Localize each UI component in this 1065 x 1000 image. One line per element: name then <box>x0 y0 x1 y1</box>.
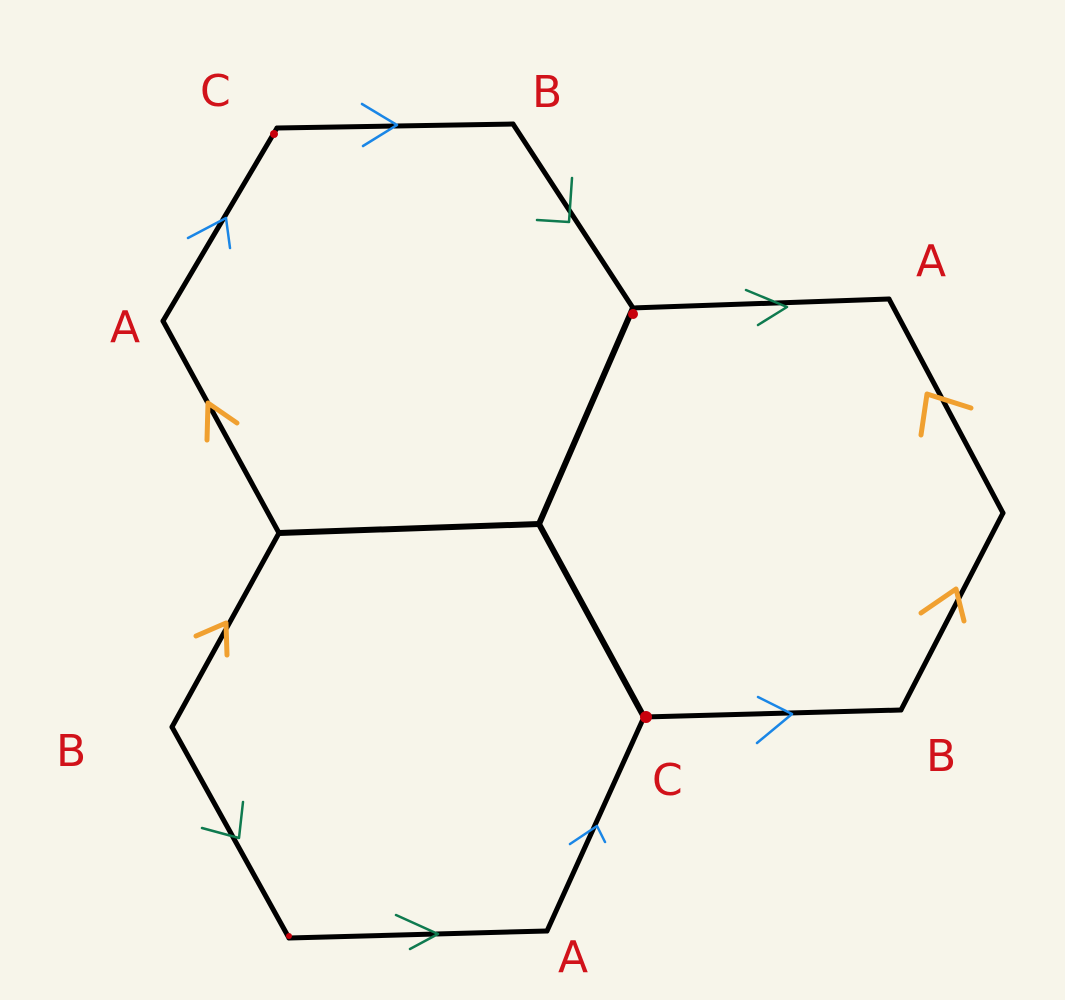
edge-bottom-hex-lower-left <box>169 724 292 941</box>
label-c-top-left: C <box>200 66 231 117</box>
orange-arrow-lower-left-top-edge-icon <box>204 400 240 443</box>
label-c-middle: C <box>652 755 683 806</box>
edge-right-hex-bottom <box>641 707 904 720</box>
edge-bottom-hex-bottom <box>286 928 550 941</box>
blue-arrow-right-bottom-edge-icon <box>755 695 794 745</box>
edge-top-hex-upper-left <box>160 125 280 324</box>
blue-arrow-top-edge-icon <box>360 102 399 148</box>
orange-arrow-upper-left-bottom-edge-icon <box>193 620 230 658</box>
vertex-labels: C B A A B C B A <box>56 66 956 983</box>
vertex-dot-center-top <box>628 309 638 319</box>
green-arrow-bottom-edge-icon <box>394 913 440 951</box>
edge-right-hex-top <box>630 296 892 311</box>
vertex-dot-center-bottom <box>640 711 652 723</box>
label-b-left: B <box>56 726 86 777</box>
label-b-right: B <box>926 731 956 782</box>
edge-top-hex-upper-right <box>510 121 636 311</box>
edge-shared-top-right <box>536 305 636 527</box>
label-a-bottom: A <box>558 932 588 983</box>
green-arrow-lower-left-edge-icon <box>200 800 245 840</box>
orange-arrows <box>193 391 974 658</box>
vertex-dots <box>270 130 652 939</box>
edge-right-hex-upper-right <box>886 296 1006 516</box>
hexagon-edges <box>160 121 1006 941</box>
label-a-left: A <box>110 302 140 353</box>
edge-shared-right-bottom <box>536 521 647 720</box>
edge-shared-top-bottom <box>276 521 542 536</box>
vertex-dot-top-left <box>270 130 278 138</box>
green-arrows <box>200 176 789 951</box>
label-b-top: B <box>532 67 562 118</box>
green-arrow-right-top-edge-icon <box>744 288 789 327</box>
blue-arrow-bottom-right-edge-icon <box>568 824 607 846</box>
edge-bottom-hex-lower-right <box>544 714 647 934</box>
orange-arrow-right-upper-edge-icon <box>918 391 974 438</box>
blue-arrow-upper-left-edge-icon <box>186 216 232 250</box>
blue-arrows <box>186 102 794 846</box>
vertex-dot-bottom-left <box>286 933 292 939</box>
edge-top-hex-lower-left <box>160 318 282 536</box>
orange-arrow-right-lower-edge-icon <box>918 586 967 624</box>
edge-right-hex-lower-right <box>898 510 1006 713</box>
green-arrow-upper-right-edge-icon <box>535 176 574 224</box>
label-a-right: A <box>916 236 946 287</box>
